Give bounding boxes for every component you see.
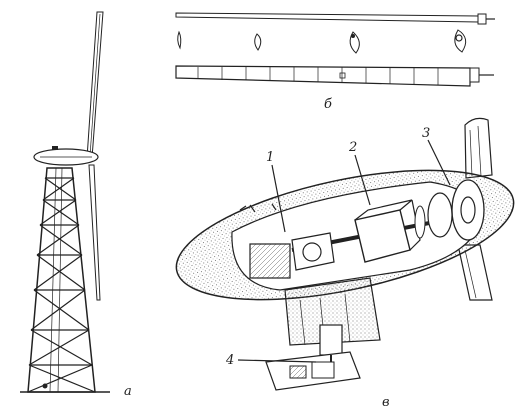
callout-3-leader <box>427 139 451 186</box>
callout-4-leader <box>237 359 317 363</box>
callout-2-leader <box>354 154 371 206</box>
callout-2-label: 2 <box>348 140 357 155</box>
callout-4-label: 4 <box>225 353 234 368</box>
callout-1-label: 1 <box>266 150 274 165</box>
panel-b-label: б <box>324 97 332 112</box>
callout-1-leader <box>271 164 286 233</box>
callout-3-label: 3 <box>422 126 430 141</box>
panel-a-label: а <box>124 384 132 399</box>
panel-c-label: в <box>382 395 390 410</box>
panel-a-tower-drawing <box>20 11 110 393</box>
panel-c-nacelle-drawing <box>175 117 515 391</box>
panel-b-blade-drawing <box>175 12 495 87</box>
